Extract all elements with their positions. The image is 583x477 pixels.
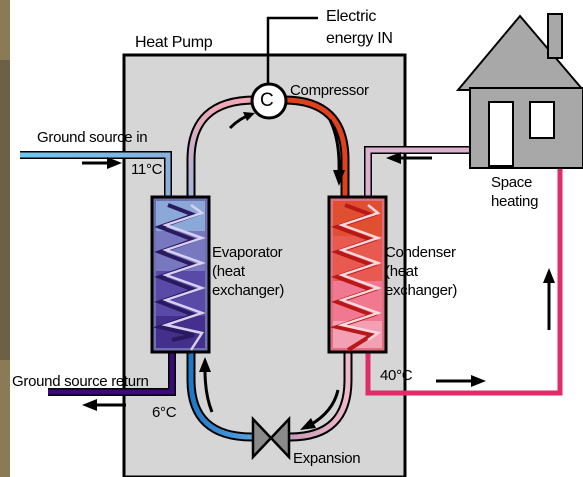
space-heating-label-line1: Space (491, 174, 533, 191)
electric-energy-label-line1: Electric (326, 8, 377, 25)
ground-source-return-label: Ground source return (12, 373, 149, 390)
arrow-refrigerant-to-evaporator (203, 369, 214, 413)
arrow-refrigerant-to-evaporator-head (199, 357, 211, 372)
ground-source-return-pipe-fill (48, 340, 175, 395)
space-heating-return-pipe-fill (365, 147, 480, 205)
evaporator-coil-refrigerant (161, 203, 206, 351)
arrow-space-heating-up-head (543, 268, 555, 283)
heat-pump-title: Heat Pump (135, 34, 213, 51)
condenser-label-line1: Condenser (385, 244, 456, 261)
electric-energy-label-line2: energy IN (326, 30, 393, 47)
ground-source-in-label: Ground source in (37, 129, 148, 146)
arrow-space-heating-flow-head (471, 375, 486, 387)
ground-source-return-temperature: 6°C (152, 404, 177, 421)
arrow-refrigerant-to-expansion-head (300, 418, 316, 430)
electric-supply-wire (266, 16, 318, 84)
evaporator-coil-ground (152, 203, 200, 342)
refrigerant-pipe-compressor-to-condenser-fill (283, 97, 348, 205)
refrigerant-pipe-expansion-to-evaporator-fill (188, 350, 253, 440)
refrigerant-pipe-condenser-to-expansion-fill (289, 350, 351, 440)
condenser-heat-exchanger (327, 195, 388, 354)
space-heating-label-line2: heating (491, 193, 539, 210)
condenser-coil-refrigerant (329, 203, 378, 352)
arrow-refrigerant-to-expansion (309, 389, 340, 427)
evaporator-label-line2: (heat (212, 263, 245, 280)
refrigerant-pipe-evaporator-to-compressor-fill (188, 97, 256, 205)
evaporator-label-line3: exchanger) (212, 282, 285, 299)
compressor-symbol (250, 82, 288, 120)
house-icon (455, 13, 583, 169)
condenser-label-line2: (heat (385, 263, 418, 280)
ground-source-in-pipe-fill (20, 152, 171, 205)
arrow-ground-source-return-head (82, 399, 97, 411)
compressor-label: Compressor (290, 82, 369, 99)
expansion-valve-label: Expansion (293, 450, 361, 467)
condenser-coil-water (337, 204, 382, 342)
arrow-refrigerant-to-condenser (328, 119, 341, 173)
condenser-label-line3: exchanger) (385, 282, 458, 299)
evaporator-label-line1: Evaporator (212, 244, 283, 261)
ground-source-in-temperature: 11°C (131, 161, 163, 178)
arrow-ground-source-in-head (107, 157, 122, 169)
arrow-space-heating-return-head (386, 152, 401, 164)
arrow-refrigerant-to-compressor-head (243, 112, 255, 121)
compressor-symbol-letter: C (260, 90, 274, 111)
background-photo-strip-shade (0, 60, 10, 360)
space-heating-flow-temperature: 40°C (380, 367, 413, 384)
arrow-refrigerant-to-condenser-head (333, 170, 345, 186)
expansion-valve (251, 415, 291, 461)
evaporator-heat-exchanger (150, 195, 211, 354)
